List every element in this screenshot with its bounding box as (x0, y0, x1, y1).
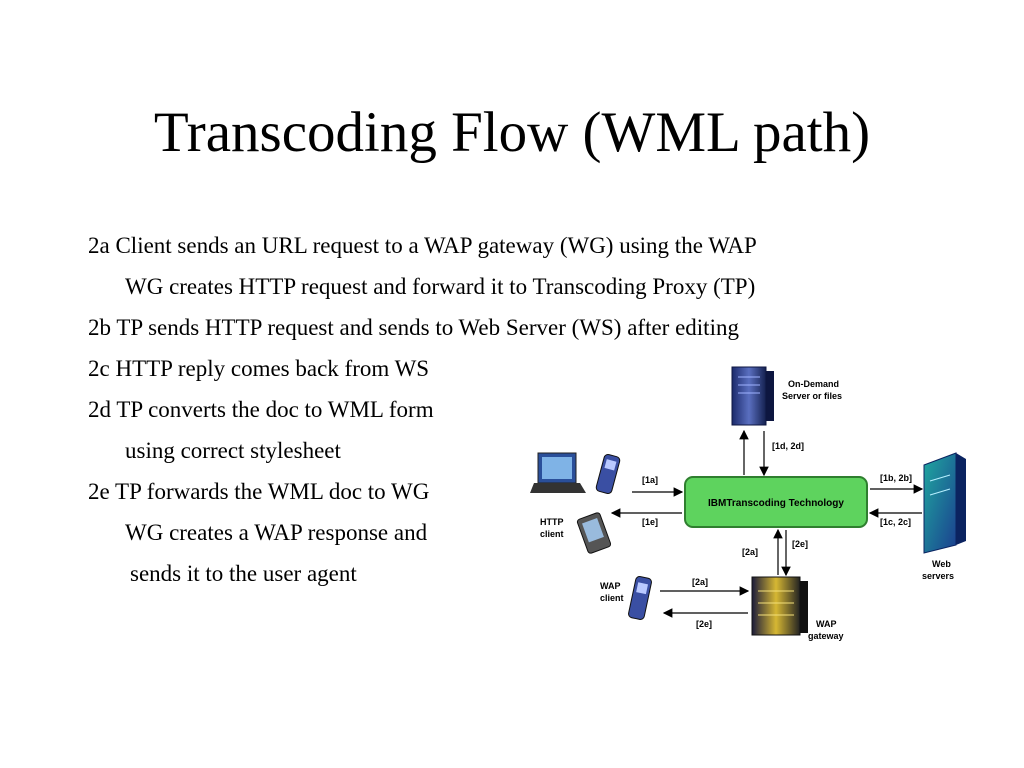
body-line-2d-cont: using correct stylesheet (125, 438, 341, 463)
http-client-label-1: HTTP (540, 517, 564, 527)
slide-title: Transcoding Flow (WML path) (153, 101, 871, 164)
pda-icon (576, 512, 612, 554)
body-line-2b: 2b TP sends HTTP request and sends to We… (88, 315, 739, 340)
http-out-label: [1a] (642, 475, 658, 485)
body-line-2c: 2c HTTP reply comes back from WS (88, 356, 430, 381)
body-line-2a-cont: WG creates HTTP request and forward it t… (125, 274, 756, 299)
body-line-2d: 2d TP converts the doc to WML form (88, 397, 434, 422)
server-edge-label: [1d, 2d] (772, 441, 804, 451)
web-out-label: [1b, 2b] (880, 473, 912, 483)
web-in-label: [1c, 2c] (880, 517, 911, 527)
web-servers-label-1: Web (932, 559, 951, 569)
wap-gateway-label-1: WAP (816, 619, 837, 629)
web-servers-label-2: servers (922, 571, 954, 581)
wap-client-label-2: client (600, 593, 624, 603)
phone-icon (595, 453, 621, 495)
gw-up-label: [2a] (742, 547, 758, 557)
ibm-transcoding-box (684, 476, 868, 528)
wap-gateway-icon (751, 576, 808, 636)
on-demand-label-1: On-Demand (788, 379, 839, 389)
gw-down-label: [2e] (792, 539, 808, 549)
body-line-2e-cont2: sends it to the user agent (130, 561, 357, 586)
http-in-label: [1e] (642, 517, 658, 527)
wap-phone-icon (628, 576, 652, 620)
on-demand-label-2: Server or files (782, 391, 842, 401)
http-client-label-2: client (540, 529, 564, 539)
wap-in-label: [2e] (696, 619, 712, 629)
body-line-2a: 2a Client sends an URL request to a WAP … (88, 233, 757, 258)
body-line-2e: 2e TP forwards the WML doc to WG (88, 479, 430, 504)
server-icon (731, 366, 774, 426)
web-server-icon (923, 452, 966, 554)
laptop-icon (530, 452, 586, 493)
center-box-label: IBMTranscoding Technology (708, 498, 844, 509)
wap-out-label: [2a] (692, 577, 708, 587)
wap-gateway-label-2: gateway (808, 631, 844, 641)
wap-client-label-1: WAP (600, 581, 621, 591)
body-line-2e-cont1: WG creates a WAP response and (125, 520, 428, 545)
transcoding-flow-diagram: IBMTranscoding Technology On-Demand Serv… (530, 366, 966, 641)
